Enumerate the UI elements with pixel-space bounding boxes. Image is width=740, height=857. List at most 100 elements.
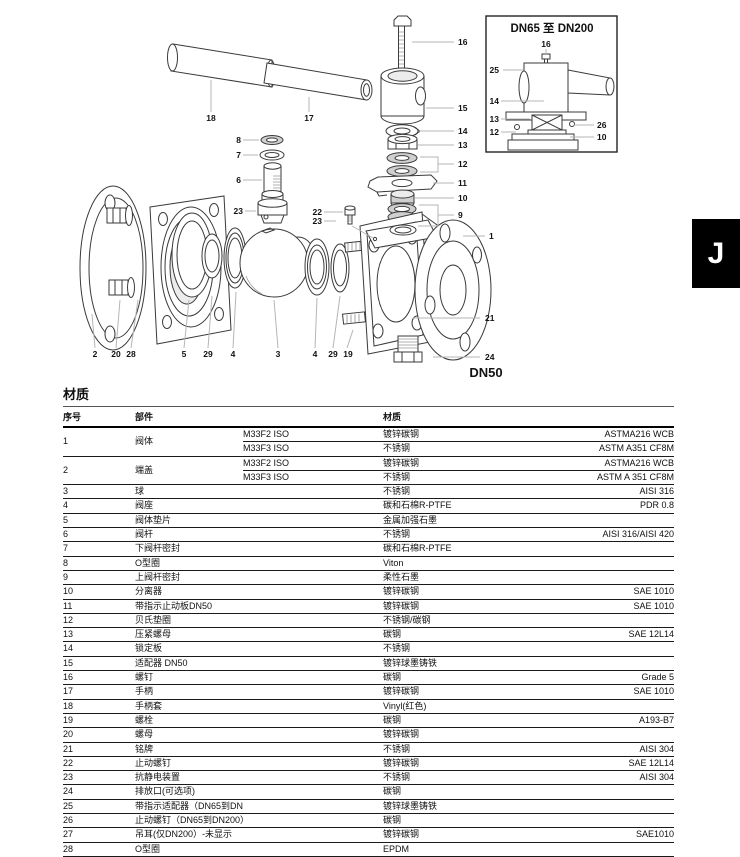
cell-material: 不锈钢 xyxy=(383,484,559,500)
cell-part: 抗静电装置 xyxy=(135,770,243,786)
cell-no: 19 xyxy=(63,713,135,729)
part-callout: 12 xyxy=(490,127,500,137)
cell-material: 镀锌碳钢 xyxy=(383,827,559,843)
part-callout: 10 xyxy=(458,193,468,203)
cell-part: 止动螺钉 xyxy=(135,756,243,772)
cell-spec xyxy=(243,756,383,772)
stop-plate-11 xyxy=(367,174,438,197)
part-callout: 25 xyxy=(490,65,500,75)
cell-part: 阀杆 xyxy=(135,527,243,543)
cell-spec xyxy=(243,570,383,586)
cell-material: 不锈钢 xyxy=(383,742,559,757)
part-callout: 14 xyxy=(490,96,500,106)
cell-no: 6 xyxy=(63,527,135,543)
header-standard-blank xyxy=(559,407,674,428)
ring-29-left xyxy=(201,233,223,279)
screw-16 xyxy=(393,15,412,73)
cell-spec xyxy=(243,541,383,557)
stop-screw-22 xyxy=(344,205,356,225)
part-callout: 3 xyxy=(276,349,281,359)
cell-material: 碳钢 xyxy=(383,784,559,800)
cell-material: 镀锌碳钢 xyxy=(383,456,559,471)
cell-standard: PDR 0.8 xyxy=(559,498,674,514)
part-callout: 18 xyxy=(206,113,216,123)
cell-no: 23 xyxy=(63,770,135,786)
part-callout: 7 xyxy=(236,150,241,160)
cell-material: 碳和石棉R-PTFE xyxy=(383,541,559,557)
cell-no: 12 xyxy=(63,613,135,629)
cell-material: 不锈钢 xyxy=(383,527,559,543)
cell-spec xyxy=(243,556,383,571)
cell-no: 18 xyxy=(63,699,135,714)
table-header-row: 序号 部件 材质 xyxy=(63,407,674,428)
cell-standard: AISI 316/AISI 420 xyxy=(559,527,674,543)
part-callout: 28 xyxy=(126,349,136,359)
cell-part: 螺钉 xyxy=(135,670,243,686)
drain-plug-24 xyxy=(393,335,423,363)
cell-spec xyxy=(243,713,383,729)
cell-standard xyxy=(559,513,674,529)
cell-standard: A193-B7 xyxy=(559,713,674,729)
cell-standard: ASTMA216 WCB xyxy=(559,427,674,443)
part-callout: 24 xyxy=(485,352,495,362)
cell-spec xyxy=(243,484,383,500)
stem-6 xyxy=(257,162,288,224)
inset-box: DN65 至 DN200 16 25 14 13 12 26 10 xyxy=(485,15,618,153)
part-callout: 23 xyxy=(234,206,244,216)
cell-spec xyxy=(243,813,383,829)
cell-spec: M33F3 ISO xyxy=(243,470,383,486)
section-tab: J xyxy=(692,219,740,288)
handle-rod xyxy=(263,62,373,101)
part-callout: 9 xyxy=(458,210,463,220)
cell-spec xyxy=(243,627,383,643)
cell-no: 17 xyxy=(63,684,135,700)
cell-spec xyxy=(243,656,383,672)
cell-standard xyxy=(559,613,674,629)
cell-spec: M33F2 ISO xyxy=(243,427,383,443)
part-callout: 11 xyxy=(458,178,467,188)
cell-standard xyxy=(559,727,674,743)
inset-adapter xyxy=(523,62,569,113)
o-ring-8 xyxy=(260,135,284,145)
cell-standard xyxy=(559,799,674,815)
cell-part: O型圈 xyxy=(135,556,243,571)
cell-standard xyxy=(559,556,674,571)
part-callout: 5 xyxy=(182,349,187,359)
cell-part: 铭牌 xyxy=(135,742,243,757)
cell-spec xyxy=(243,799,383,815)
cell-part: 锁定板 xyxy=(135,641,243,657)
seat-4-right xyxy=(304,238,330,296)
cell-standard: SAE 12L14 xyxy=(559,756,674,772)
o-ring-7 xyxy=(259,149,285,161)
cell-spec xyxy=(243,599,383,614)
cell-spec xyxy=(243,770,383,786)
cell-standard: ASTM A 351 CF8M xyxy=(559,470,674,486)
cell-part: 止动螺钉（DN65到DN200） xyxy=(135,813,243,829)
cell-no: 4 xyxy=(63,498,135,514)
part-callout: 2 xyxy=(93,349,98,359)
part-callout: 1 xyxy=(489,231,494,241)
cell-spec xyxy=(243,513,383,529)
cell-material: 碳钢 xyxy=(383,670,559,686)
cell-standard xyxy=(559,784,674,800)
spacer-10 xyxy=(390,189,415,208)
cell-no: 9 xyxy=(63,570,135,586)
section-tab-letter: J xyxy=(707,236,725,270)
cell-standard: Grade 5 xyxy=(559,670,674,686)
cell-part: 带指示适配器（DN65到DN200） xyxy=(135,799,243,815)
cell-no: 24 xyxy=(63,784,135,800)
part-callout: 14 xyxy=(458,126,468,136)
cell-part: 压紧螺母 xyxy=(135,627,243,643)
cell-no: 20 xyxy=(63,727,135,743)
